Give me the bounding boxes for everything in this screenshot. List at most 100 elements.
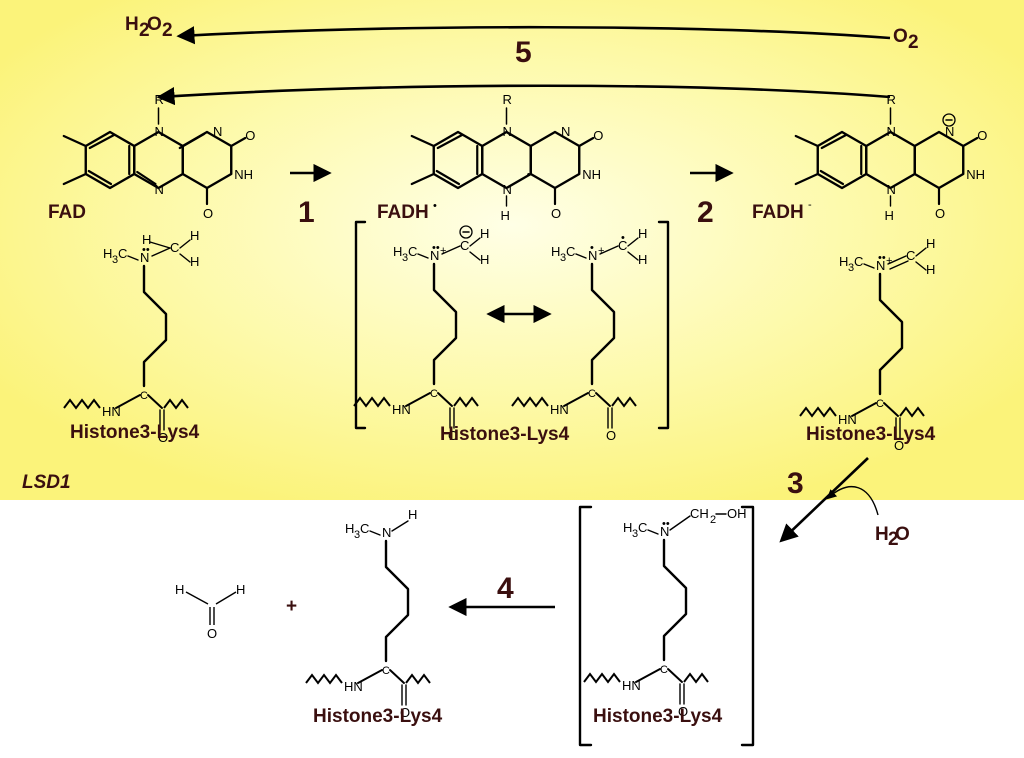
lysine-n-electrons: •: [590, 242, 594, 254]
c-h-upper-bond: [179, 239, 191, 249]
h2o2-o: O: [147, 14, 162, 35]
ring-a-double-1: [436, 133, 464, 150]
methylene-c: C: [618, 238, 627, 253]
flavin-n1: N: [213, 124, 222, 139]
n-ch2-bond: [669, 515, 691, 531]
backbone-n-bond: [635, 668, 661, 683]
fadh-radical-dot-label: •: [433, 200, 437, 212]
lysine-side-chain: [878, 272, 904, 396]
backbone-co-bond: [667, 668, 683, 683]
flavin-n3: NH: [582, 167, 601, 182]
ring-a-double-1: [88, 133, 116, 150]
flavin-n10: N: [886, 124, 895, 139]
methyl-stub-lower: [62, 172, 87, 186]
backbone-co-bond: [595, 392, 611, 407]
step3-arrow: [779, 457, 869, 543]
backbone-nh: HN: [550, 402, 569, 417]
c-h-upper-bond: [469, 237, 481, 247]
lysine-n-charge: +: [598, 245, 604, 257]
flavin-n5-h: H: [500, 208, 509, 223]
backbone-n-bond: [563, 392, 589, 407]
methylene-h-upper: H: [480, 226, 489, 241]
carbonyl-o: O: [894, 438, 904, 453]
hemiaminal-oh: OH: [727, 506, 747, 521]
n-c-bond: [887, 255, 907, 265]
histone-label-1: Histone3-Lys4: [70, 422, 200, 443]
plus-sign: +: [286, 596, 297, 617]
backbone-nh: HN: [838, 412, 857, 427]
ring-a-double-1: [820, 133, 848, 150]
n-c-bond: [599, 245, 619, 255]
histone-label-3: Histone3-Lys4: [806, 424, 936, 445]
alpha-carbon: C: [382, 665, 390, 677]
fadh-radical-label: FADH: [377, 202, 429, 223]
carbonyl-o: O: [678, 704, 688, 719]
backbone-nh: HN: [344, 679, 363, 694]
formaldehyde: H H O: [175, 582, 245, 641]
flavin-n10: N: [502, 124, 511, 139]
methylene-h-upper: H: [190, 228, 199, 243]
h2o-h: H: [875, 524, 889, 545]
methyl-c: C: [854, 254, 863, 269]
methyl-sub3: 3: [354, 529, 360, 541]
c2-carbonyl-bond: [230, 136, 247, 148]
ring-a-double-3: [435, 169, 461, 186]
formaldehyde-bond-right: [215, 591, 237, 605]
flavin-o2: O: [977, 128, 987, 143]
flavin-n10: N: [154, 124, 163, 139]
lysine-n: N: [588, 248, 597, 263]
water-attack-arrow: [826, 486, 879, 516]
alpha-carbon: C: [588, 388, 596, 400]
c-h-lower-bond: [915, 261, 927, 271]
formaldehyde-h-left: H: [175, 582, 184, 597]
c-h-lower-bond: [469, 251, 481, 261]
flavin-o2: O: [593, 128, 603, 143]
methylene-h-lower: H: [480, 252, 489, 267]
methylene-h-lower: H: [638, 252, 647, 267]
flavin-r: R: [886, 92, 895, 107]
backbone-nh: HN: [392, 402, 411, 417]
wavy-chain-right: [611, 396, 637, 408]
hemiaminal-sub2: 2: [710, 514, 716, 526]
flavin-n5: N: [502, 182, 511, 197]
flavin-n3: NH: [234, 167, 253, 182]
c-h-upper-bond: [915, 247, 927, 257]
alpha-carbon: C: [660, 664, 668, 676]
backbone-n-bond: [851, 402, 877, 417]
n-methyl-bond: [369, 530, 381, 536]
n-methyl-bond: [417, 253, 429, 259]
step4-number: 4: [497, 572, 514, 605]
c2-carbonyl-bond: [962, 136, 979, 148]
lysine-n-charge: +: [440, 245, 446, 257]
flavin-n1: N: [561, 124, 570, 139]
o2-sub: 2: [908, 32, 919, 53]
flavin-n5: N: [886, 182, 895, 197]
methyl-sub3: 3: [560, 252, 566, 264]
h2o2-h: H: [125, 14, 139, 35]
backbone-n-bond: [405, 392, 431, 407]
step5-arrow-top: [176, 25, 891, 45]
carbonyl-o: O: [606, 428, 616, 443]
methyl-h: H: [623, 520, 632, 535]
c-h-upper-bond: [627, 237, 639, 247]
alpha-carbon: C: [140, 390, 148, 402]
h2o-label: H 2 O: [875, 524, 910, 550]
wavy-chain-left: [799, 406, 837, 418]
flavin-r: R: [154, 92, 163, 107]
wavy-chain-left: [353, 396, 391, 408]
methyl-c: C: [638, 520, 647, 535]
lysine-side-chain: [384, 539, 410, 663]
lysine-side-chain: [662, 538, 688, 662]
lsd1-panel-background: [0, 0, 1024, 500]
methyl-sub3: 3: [848, 262, 854, 274]
methyl-h: H: [103, 246, 112, 261]
formaldehyde-bond-left: [185, 591, 209, 605]
backbone-n-bond: [357, 669, 383, 684]
methyl-c: C: [118, 246, 127, 261]
wavy-chain-left: [583, 672, 621, 684]
lysine-n-electrons: ••: [878, 252, 886, 264]
c2-carbonyl-bond: [578, 136, 595, 148]
transfer-h: H: [142, 232, 151, 247]
